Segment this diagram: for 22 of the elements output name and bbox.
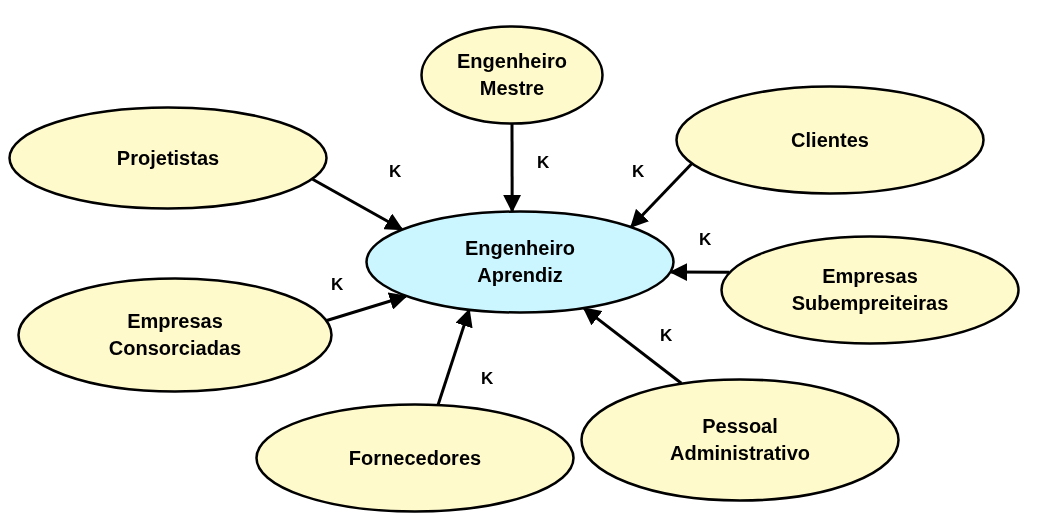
node-label: Fornecedores [348,445,482,471]
ellipse-node [255,403,575,513]
ellipse-node [720,235,1020,345]
ellipse-node [8,106,328,210]
arrow [582,307,683,385]
arrow [669,263,730,281]
node-label: Clientes [791,127,869,153]
ellipse-node [17,277,333,393]
ellipse-node [580,378,900,502]
node-label: Engenheiro Aprendiz [464,236,576,288]
arrow [630,162,693,229]
node-label: Empresas Subempreiteiras [790,264,950,316]
arrow [326,292,408,322]
arrow [311,177,404,231]
arrow [436,308,473,406]
ellipse-node [675,85,985,195]
node-label: Empresas Consorciadas [107,309,243,361]
node-label: Engenheiro Mestre [456,49,568,101]
node-label: Projetistas [116,145,220,171]
ellipse-node [365,210,675,314]
ellipse-node [420,25,604,125]
node-label: Pessoal Administrativo [669,414,811,466]
